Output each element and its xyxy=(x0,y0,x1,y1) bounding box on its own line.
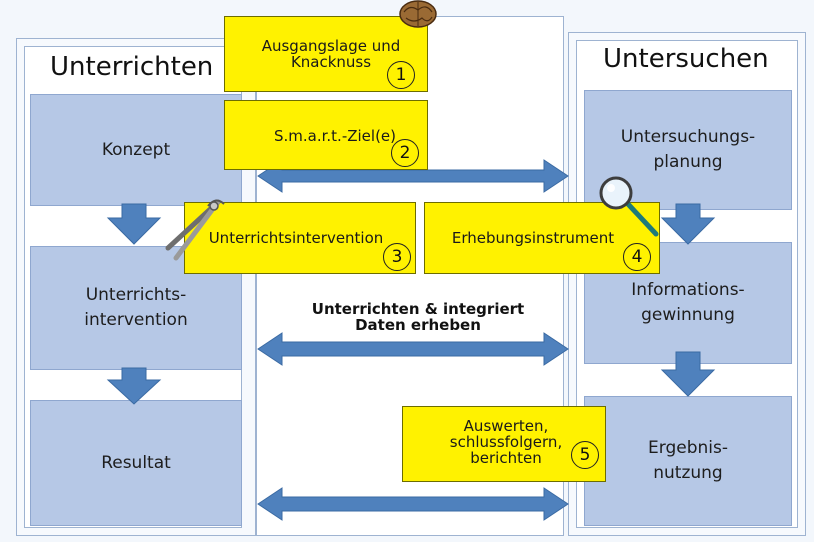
stage-resultat: Resultat xyxy=(30,400,242,526)
arrow-down-planung xyxy=(660,203,716,245)
arrow-down-gewinnung xyxy=(660,351,716,397)
step-1-number: 1 xyxy=(387,61,415,89)
step-1-label: Ausgangslage und Knacknuss xyxy=(261,37,401,71)
arrow-down-konzept xyxy=(106,203,162,245)
step-4-number: 4 xyxy=(623,243,651,271)
stage-untersuchungsplanung-label: Untersuchungs- planung xyxy=(620,127,756,172)
stage-unterrichtsintervention: Unterrichts- intervention xyxy=(30,246,242,370)
step-3-label: Unterrichtsintervention xyxy=(208,229,384,247)
step-5-box: Auswerten, schlussfolgern, berichten 5 xyxy=(402,406,606,482)
double-arrow-bottom xyxy=(257,487,569,521)
right-column-title: Untersuchen xyxy=(603,44,769,74)
stage-konzept: Konzept xyxy=(30,94,242,206)
walnut-icon xyxy=(399,0,437,28)
stage-resultat-label: Resultat xyxy=(101,452,171,473)
stage-ergebnisnutzung-label: Ergebnis- nutzung xyxy=(648,438,728,483)
nutcracker-icon xyxy=(165,199,225,261)
step-3-box: Unterrichtsintervention 3 xyxy=(184,202,416,274)
step-2-box: S.m.a.r.t.-Ziel(e) 2 xyxy=(224,100,428,170)
center-label: Unterrichten & integriert Daten erheben xyxy=(311,300,525,334)
step-2-number: 2 xyxy=(391,139,419,167)
stage-informationsgewinnung: Informations- gewinnung xyxy=(584,242,792,364)
step-5-number: 5 xyxy=(571,441,599,469)
step-3-number: 3 xyxy=(383,243,411,271)
step-1-box: Ausgangslage und Knacknuss 1 xyxy=(224,16,428,92)
magnifier-icon xyxy=(599,176,659,237)
stage-ergebnisnutzung: Ergebnis- nutzung xyxy=(584,396,792,526)
left-column-title: Unterrichten xyxy=(50,52,214,82)
arrow-down-intervention xyxy=(106,367,162,405)
step-4-box: Erhebungsinstrument 4 xyxy=(424,202,660,274)
stage-unterrichtsintervention-label: Unterrichts- intervention xyxy=(84,285,188,330)
stage-informationsgewinnung-label: Informations- gewinnung xyxy=(631,280,745,325)
stage-konzept-label: Konzept xyxy=(101,139,171,160)
step-5-label: Auswerten, schlussfolgern, berichten xyxy=(449,417,563,467)
double-arrow-middle xyxy=(257,332,569,366)
step-4-label: Erhebungsinstrument xyxy=(451,229,615,247)
step-2-label: S.m.a.r.t.-Ziel(e) xyxy=(273,127,397,145)
